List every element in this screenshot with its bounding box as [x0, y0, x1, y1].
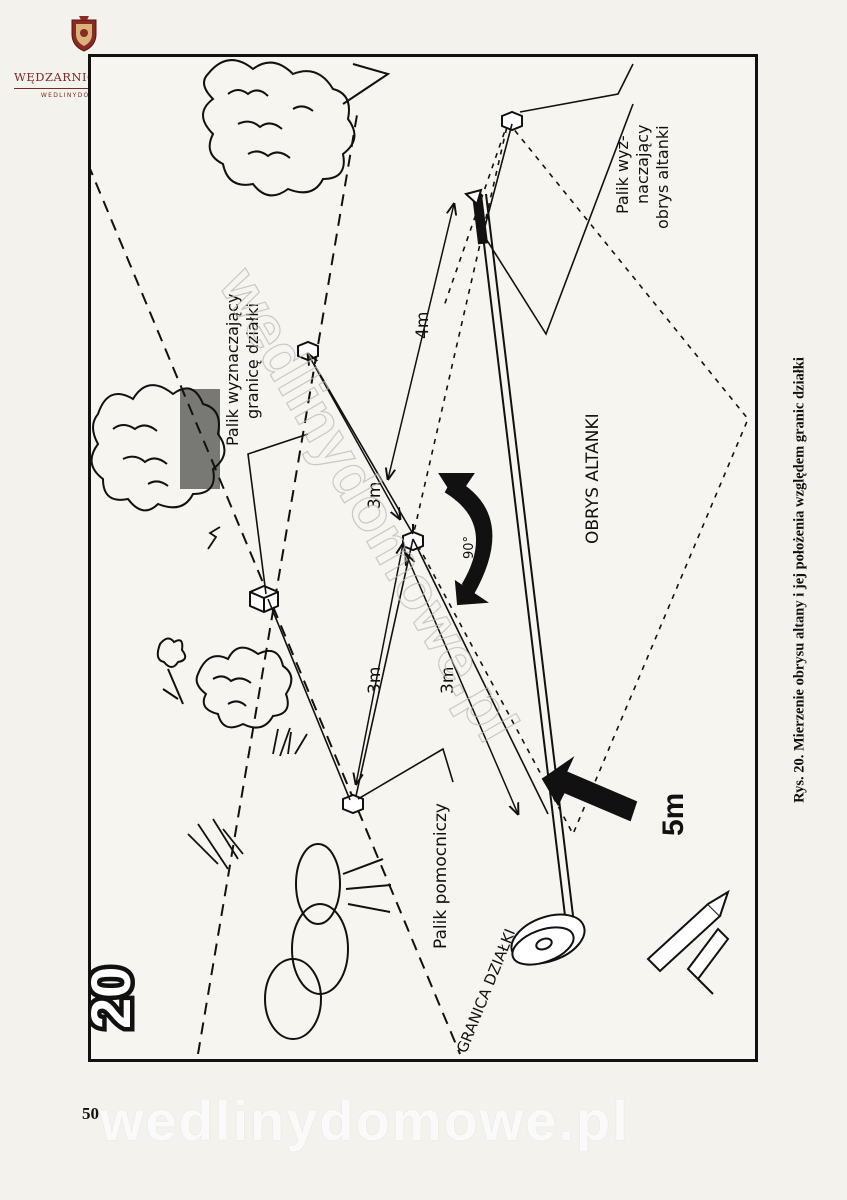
grass-icon [187, 526, 308, 870]
figure-drawing: 20 [88, 59, 749, 1055]
right-angle-arc-icon [438, 473, 493, 606]
pencil-icon [646, 889, 730, 995]
figure-caption-text: Rys. 20. Mierzenie obrysu altany i jej p… [791, 357, 808, 803]
label-dim-3m-top: 3m [365, 482, 385, 509]
dimension-arrows [308, 204, 518, 814]
big-arrow-icon [541, 756, 638, 822]
label-stake-boundary-2: granicę działki [243, 303, 262, 419]
label-stake-boundary-1: Palik wyznaczający [223, 294, 242, 446]
figure-number: 20 [88, 967, 142, 1029]
label-gazebo-outline: OBRYS ALTANKI [583, 413, 603, 544]
stake-boundary [249, 584, 279, 614]
label-dim-4m: 4m [413, 312, 433, 339]
logo-url-text: WEDLINYDOMOWE.PL [40, 92, 128, 99]
logo-divider [14, 88, 154, 89]
label-leaders [247, 63, 634, 800]
label-helper-stake: Palik pomocniczy [431, 803, 451, 949]
label-dim-3m-right: 3m [438, 667, 458, 694]
label-stake-gazebo-3: obrys altanki [653, 125, 672, 229]
plot-boundary-lines [88, 108, 461, 1055]
shrub-icon [156, 637, 293, 729]
footer-watermark: wedlinydomowe.pl [100, 1089, 630, 1152]
bushes-icon [264, 843, 392, 1040]
stake-gazebo [501, 110, 523, 132]
label-dim-5m: 5m [657, 793, 690, 836]
label-plot-boundary: GRANICA DZIAŁKI [453, 926, 519, 1055]
label-dim-3m-left: 3m [365, 667, 385, 694]
crest-icon [71, 16, 97, 52]
page-number: 50 [82, 1104, 99, 1123]
tree-top-icon [202, 59, 391, 197]
label-stake-gazebo-1: Palik wyz- [613, 135, 632, 214]
stake-helper [342, 793, 364, 815]
label-stake-gazebo-2: naczający [633, 125, 652, 204]
label-angle: 90° [462, 536, 477, 559]
figure-caption: Rys. 20. Mierzenie obrysu altany i jej p… [790, 100, 810, 1060]
tree-middle-icon [90, 384, 226, 512]
